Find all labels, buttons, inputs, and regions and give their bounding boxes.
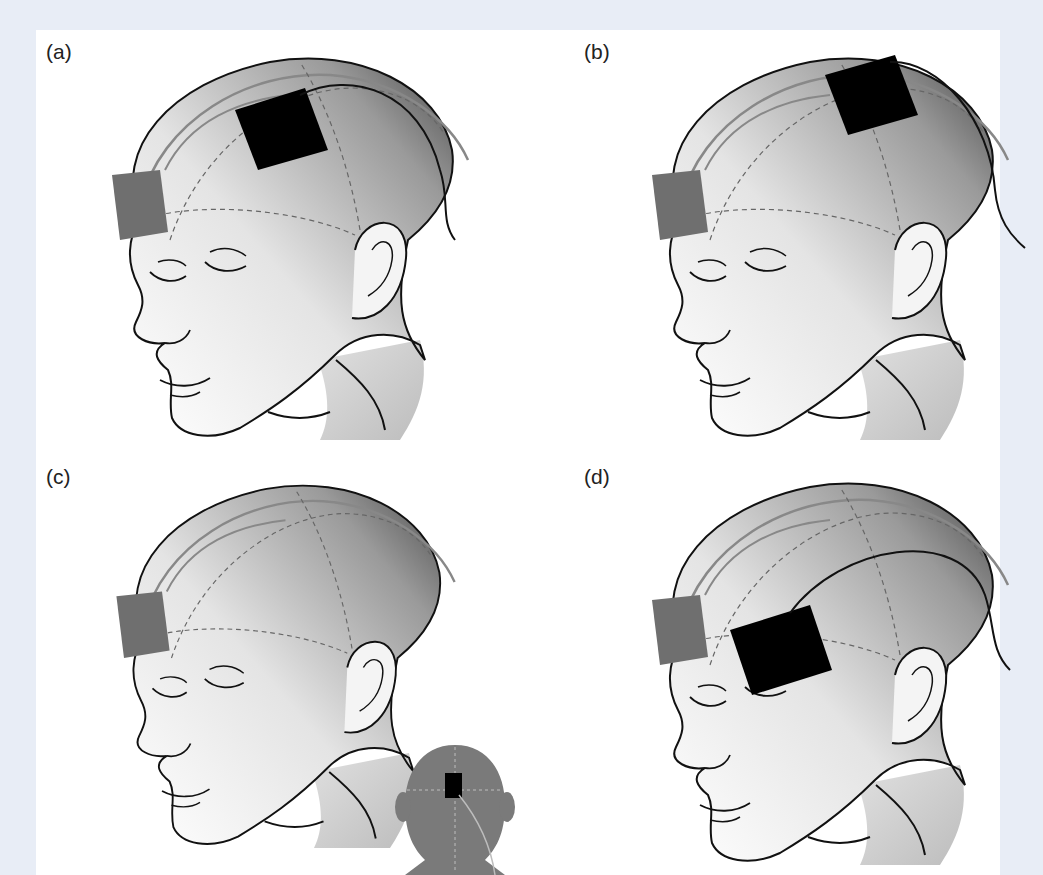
wire (459, 795, 495, 875)
panel-label: (a) (46, 40, 72, 64)
back-of-head (395, 745, 515, 875)
head-b (652, 55, 1025, 440)
electrode (730, 605, 832, 695)
wire (300, 85, 455, 240)
wire (890, 62, 1025, 248)
panel-label: (d) (584, 465, 610, 489)
electrode (825, 55, 918, 135)
wire (790, 551, 1010, 670)
panel-label: (b) (584, 40, 610, 64)
electrode (235, 88, 328, 170)
head-a (112, 59, 468, 440)
electrode (445, 773, 462, 798)
head-d (652, 484, 1010, 865)
panel-label: (c) (46, 465, 71, 489)
head-c (116, 486, 454, 848)
